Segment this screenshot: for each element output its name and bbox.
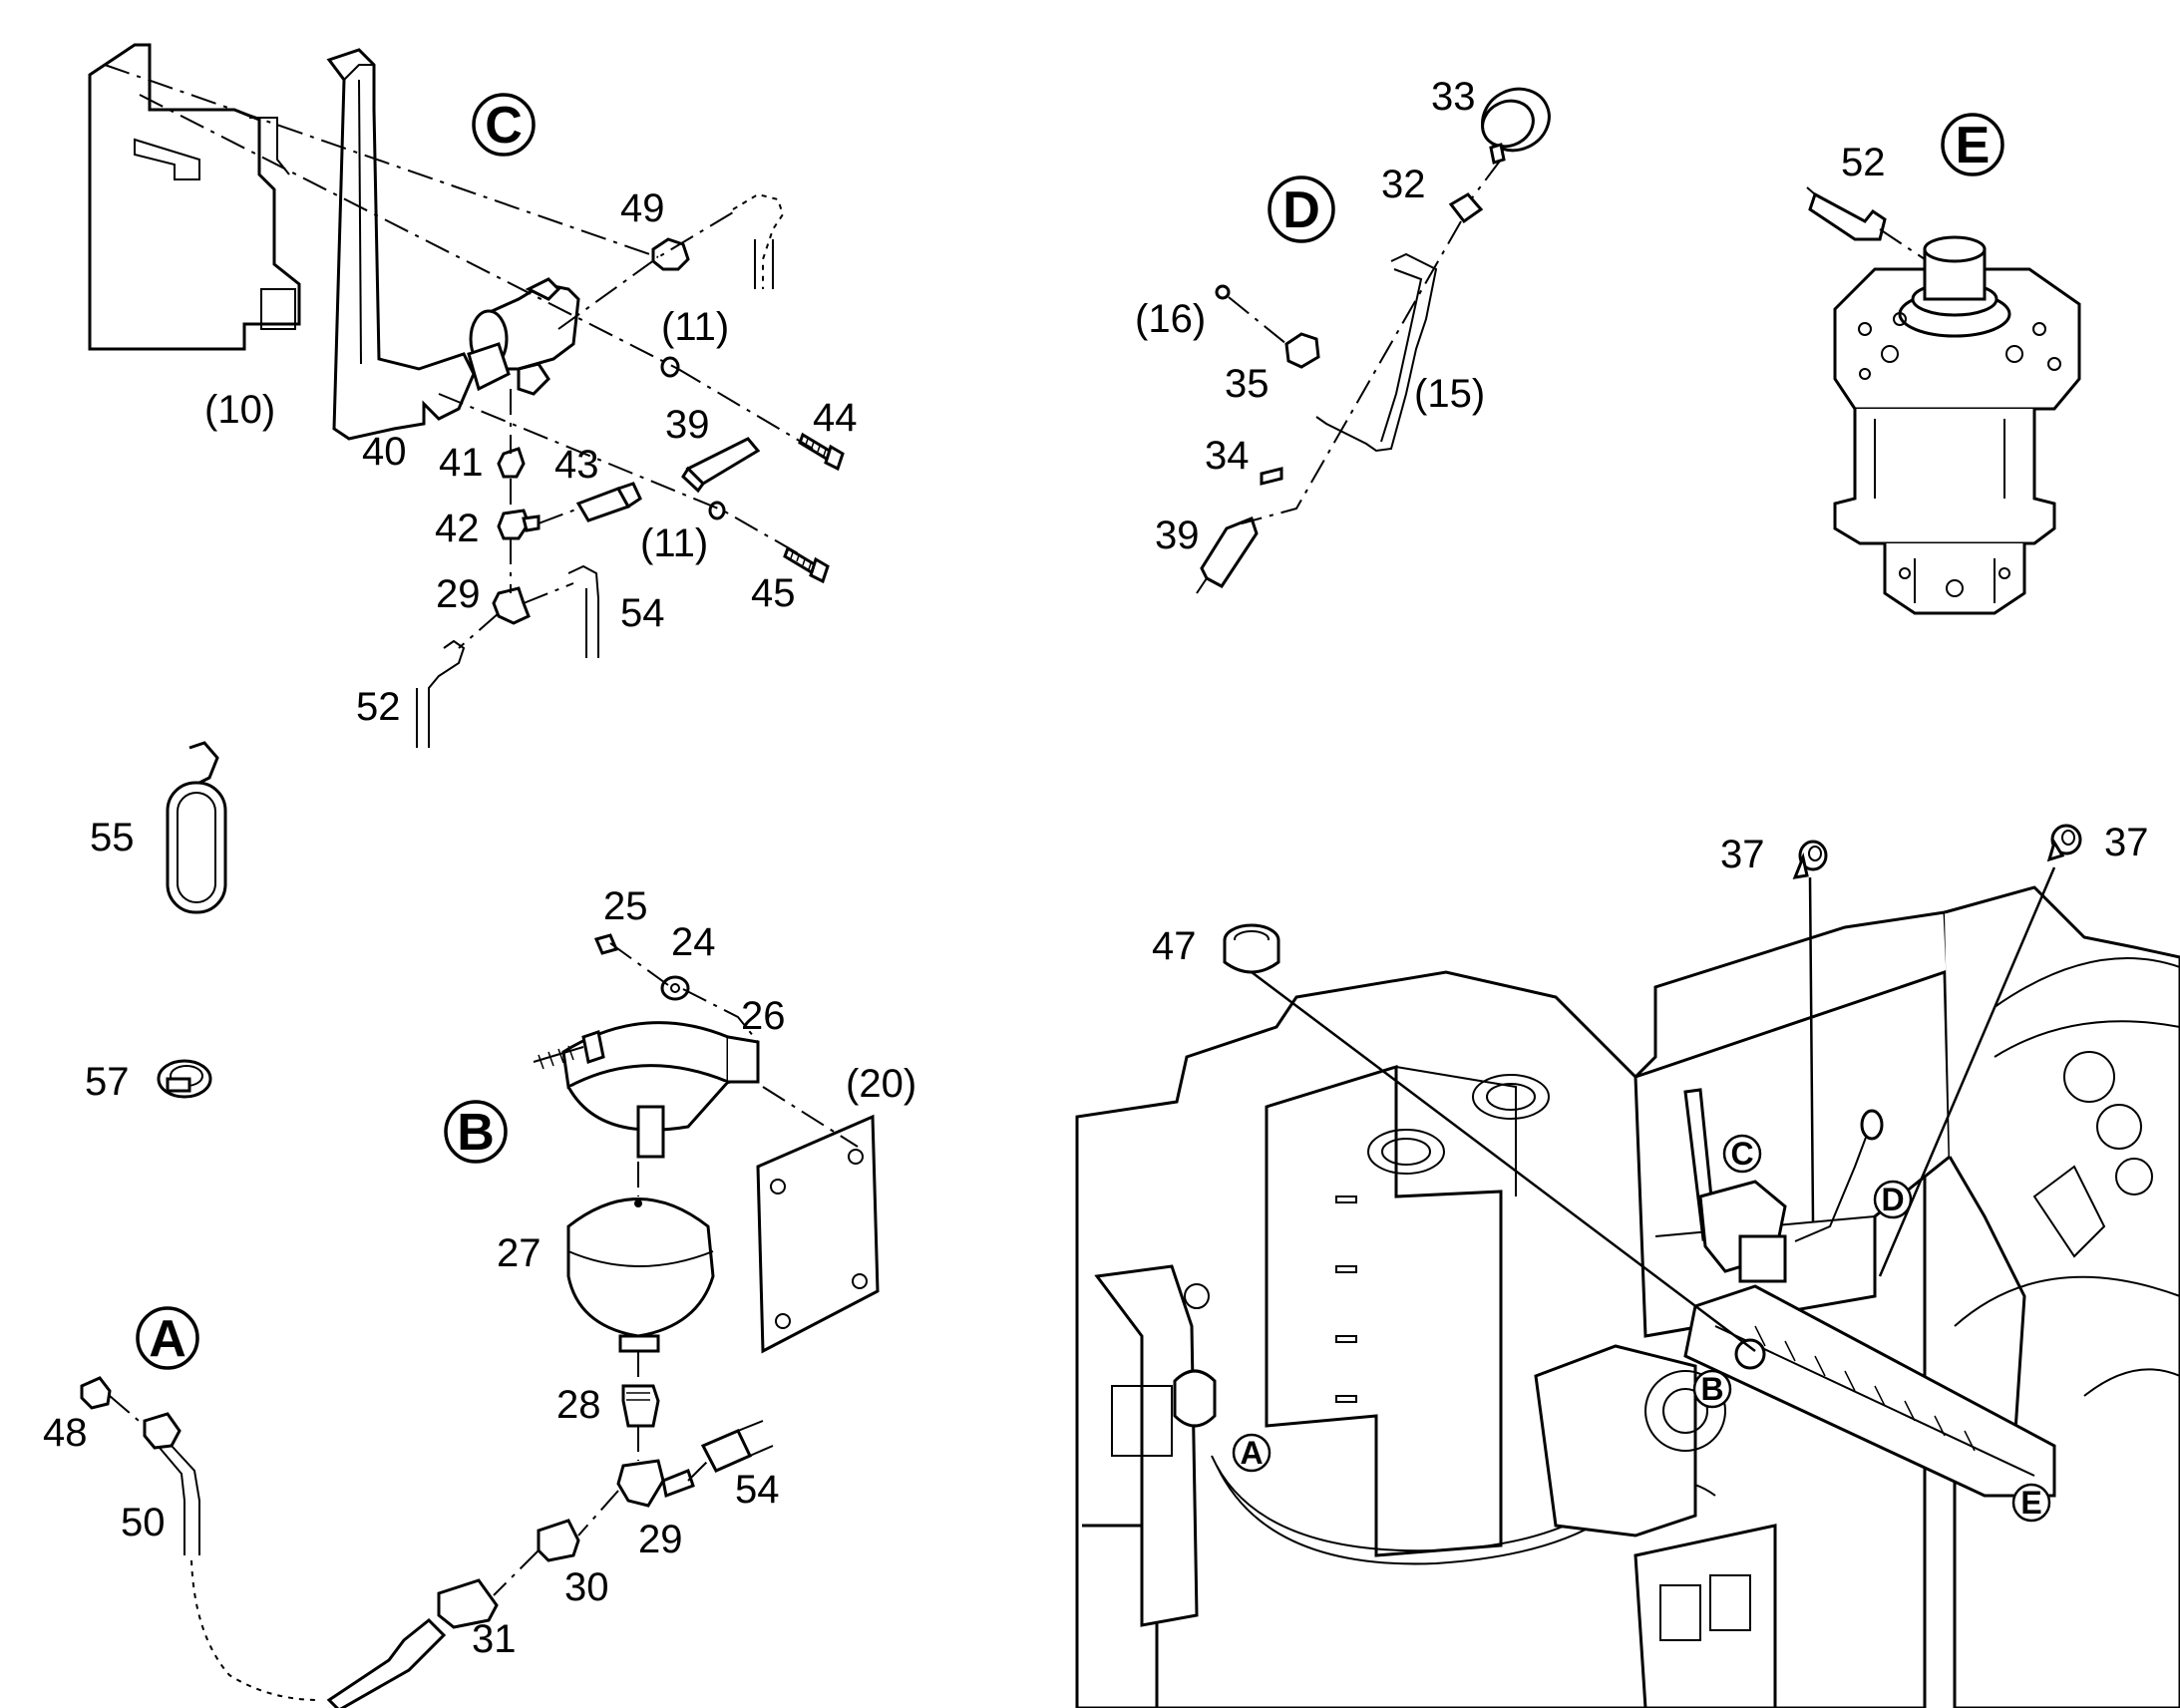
callout-57: 57 bbox=[85, 1060, 130, 1104]
fitting-48 bbox=[80, 1376, 112, 1410]
callout-35: 35 bbox=[1225, 362, 1270, 406]
assembly-marker-b: B bbox=[1700, 1371, 1723, 1407]
clamp-35 bbox=[1284, 332, 1320, 369]
callout-52-e: 52 bbox=[1841, 141, 1886, 184]
assembly-marker-c: C bbox=[1730, 1136, 1753, 1172]
callout-27: 27 bbox=[497, 1231, 542, 1275]
bracket-15 bbox=[1315, 252, 1438, 453]
assembly-marker-e: E bbox=[2020, 1485, 2041, 1521]
callout-20: (20) bbox=[846, 1062, 916, 1106]
callout-16: (16) bbox=[1135, 297, 1206, 341]
hose-52-c bbox=[416, 639, 466, 748]
section-label-c: C bbox=[485, 97, 523, 155]
callout-15: (15) bbox=[1414, 372, 1485, 416]
callout-55: 55 bbox=[90, 816, 135, 859]
callout-28: 28 bbox=[556, 1383, 601, 1427]
callout-34: 34 bbox=[1205, 434, 1250, 478]
callout-29-b: 29 bbox=[638, 1518, 683, 1561]
assembly-marker-a: A bbox=[1240, 1435, 1263, 1471]
section-c-detail: C (10) 40 41 42 43 29 52 54 49 (11) 39 4… bbox=[88, 43, 858, 748]
tee-42 bbox=[497, 509, 531, 540]
callout-49: 49 bbox=[620, 186, 665, 230]
callout-25: 25 bbox=[603, 884, 648, 928]
hose-clamp-37-left-icon bbox=[1792, 840, 1828, 879]
assembly-marker-d: D bbox=[1881, 1182, 1904, 1217]
mounting-plate-20 bbox=[756, 1114, 880, 1354]
tee-29-top bbox=[492, 586, 531, 625]
callout-42: 42 bbox=[435, 507, 480, 550]
section-label-b: B bbox=[457, 1104, 495, 1162]
section-label-d: D bbox=[1282, 181, 1320, 239]
hose-50 bbox=[159, 1445, 200, 1555]
section-e-detail: E 52 bbox=[1806, 113, 2081, 615]
section-label-a: A bbox=[149, 1310, 186, 1368]
accumulator-sphere-icon bbox=[566, 1197, 715, 1353]
callout-29-c: 29 bbox=[436, 572, 481, 616]
hose-clamp-icon bbox=[157, 1059, 212, 1099]
callout-43: 43 bbox=[554, 443, 599, 487]
section-a-detail: A 48 50 bbox=[43, 1306, 320, 1701]
callout-48: 48 bbox=[43, 1411, 88, 1455]
callout-11-top: (11) bbox=[661, 305, 729, 349]
callout-24: 24 bbox=[671, 920, 716, 964]
callout-10: (10) bbox=[204, 388, 275, 432]
callout-37-left: 37 bbox=[1720, 833, 1765, 876]
section-b-detail: B 25 24 26 (20) 27 28 54 29 30 31 bbox=[326, 884, 916, 1708]
hose-54-c bbox=[567, 564, 599, 658]
callout-39-c: 39 bbox=[665, 403, 710, 447]
callout-45: 45 bbox=[751, 571, 796, 615]
cable-strap-icon bbox=[166, 741, 227, 914]
callout-44: 44 bbox=[813, 396, 858, 440]
tee-29-b bbox=[616, 1459, 665, 1508]
hydraulic-motor-icon bbox=[1833, 235, 2081, 615]
loose-parts: 55 57 bbox=[85, 741, 227, 1104]
pressure-gauge-icon bbox=[1481, 87, 1551, 165]
machine-assembly-view: C D B A E 47 37 37 bbox=[1075, 821, 2180, 1708]
callout-54-b: 54 bbox=[735, 1468, 780, 1512]
fitting-49 bbox=[651, 237, 690, 271]
callout-41: 41 bbox=[439, 441, 484, 485]
callout-50: 50 bbox=[121, 1501, 166, 1544]
callout-39-d: 39 bbox=[1155, 513, 1200, 557]
nut-30 bbox=[537, 1519, 580, 1562]
callout-32: 32 bbox=[1381, 163, 1426, 206]
hose-clamp-47-icon bbox=[1223, 923, 1280, 974]
callout-31: 31 bbox=[472, 1617, 517, 1661]
hose-clamp-37-right-icon bbox=[2046, 824, 2082, 862]
callout-54-c: 54 bbox=[620, 591, 665, 635]
sensor-52-e bbox=[1808, 191, 1887, 241]
callout-26: 26 bbox=[741, 994, 786, 1038]
fitting-41 bbox=[497, 447, 526, 479]
callout-30: 30 bbox=[564, 1565, 609, 1609]
lever-handle-40 bbox=[326, 48, 476, 441]
callout-52-c: 52 bbox=[356, 685, 401, 729]
section-d-detail: D 33 32 (16) 35 (15) 34 39 bbox=[1135, 75, 1551, 594]
fitting-32 bbox=[1448, 192, 1484, 224]
callout-47: 47 bbox=[1152, 924, 1197, 968]
sensor-31 bbox=[437, 1578, 499, 1629]
section-label-e: E bbox=[1956, 117, 1991, 174]
fitting-28 bbox=[621, 1384, 660, 1428]
callout-37-right: 37 bbox=[2104, 821, 2149, 864]
clamp-band-26 bbox=[533, 1021, 760, 1159]
callout-11-bottom: (11) bbox=[640, 521, 708, 565]
callout-40: 40 bbox=[362, 430, 407, 474]
sensor-39-d bbox=[1200, 516, 1259, 588]
callout-33: 33 bbox=[1431, 75, 1476, 119]
mounting-plate-10 bbox=[88, 43, 301, 351]
